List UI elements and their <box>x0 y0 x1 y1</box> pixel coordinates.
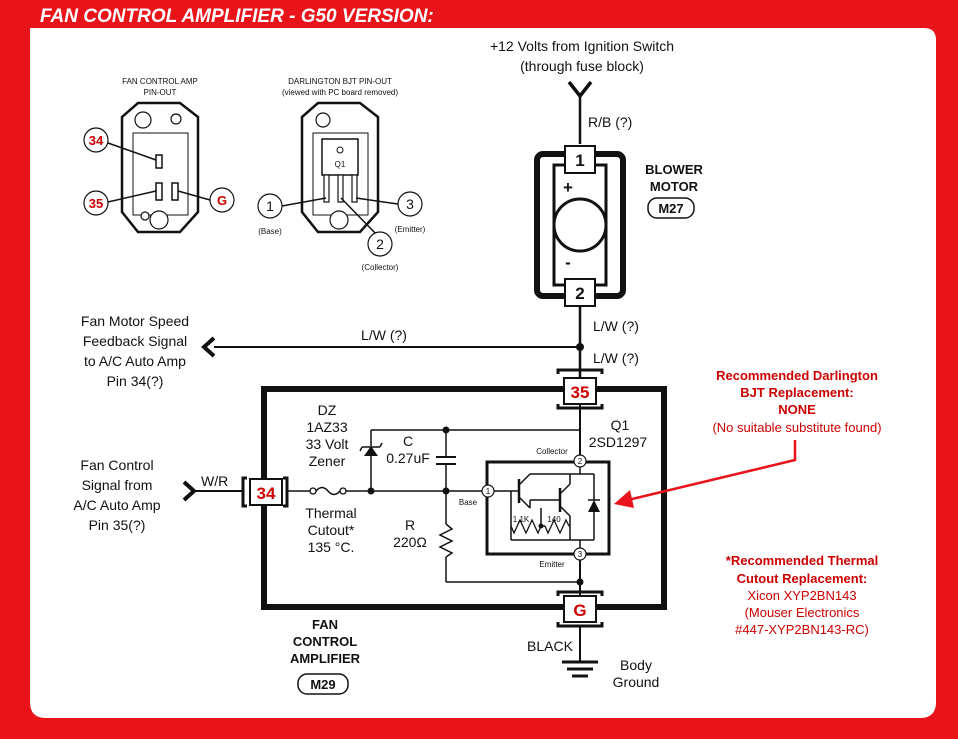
res-line1: R <box>405 517 415 533</box>
thermal-note: *Recommended Thermal Cutout Replacement:… <box>726 553 878 637</box>
amp-pinout-title: FAN CONTROL AMP <box>122 77 198 86</box>
ground-line2: Ground <box>613 674 660 690</box>
thermal-line3: 135 °C. <box>308 539 355 555</box>
blower-name-line2: MOTOR <box>650 179 699 194</box>
darlington-note-line3: NONE <box>778 402 816 417</box>
input-line3: A/C Auto Amp <box>73 497 160 513</box>
power-source-line1: +12 Volts from Ignition Switch <box>490 38 674 54</box>
fan-control-amplifier: 35 G 34 FAN CONTROL AMPLIFIER M29 <box>241 368 667 695</box>
blower-pin2: 2 <box>575 284 584 303</box>
dz-line1: DZ <box>318 402 337 418</box>
body-ground: BLACK Body Ground <box>527 626 659 690</box>
bjt-pinout-subtitle: (viewed with PC board removed) <box>282 88 398 97</box>
q1-base: Base <box>459 498 478 507</box>
thermal-note-line1: *Recommended Thermal <box>726 553 878 568</box>
dz-line2: 1AZ33 <box>306 419 347 435</box>
q1-collector: Collector <box>536 447 568 456</box>
q1-node2: 2 <box>578 457 583 466</box>
power-source: +12 Volts from Ignition Switch (through … <box>490 38 674 144</box>
wire-wr-label: W/R <box>201 473 228 489</box>
blower-code: M27 <box>658 201 683 216</box>
thermal-note-line2: Cutout Replacement: <box>737 571 868 586</box>
amp-name-line2: CONTROL <box>293 634 357 649</box>
thermal-line2: Cutout* <box>308 522 355 538</box>
cap-line2: 0.27uF <box>386 450 430 466</box>
amp-pin35: 35 <box>571 383 590 402</box>
darlington-note-line1: Recommended Darlington <box>716 368 878 383</box>
bjt-pinout-collector: (Collector) <box>362 263 399 272</box>
amp-pin34: 34 <box>257 484 276 503</box>
ground-line1: Body <box>620 657 652 673</box>
wire-lw-left-label: L/W (?) <box>361 327 407 343</box>
feedback-line4: Pin 34(?) <box>107 373 164 389</box>
amp-internal-circuit: 2 1 3 1.1K 140 <box>287 402 647 596</box>
wire-rb-label: R/B (?) <box>588 114 632 130</box>
blower-name-line1: BLOWER <box>645 162 703 177</box>
bjt-pinout-pin1: 1 <box>266 198 274 214</box>
darlington-note-line4: (No suitable substitute found) <box>712 420 881 435</box>
input-line4: Pin 35(?) <box>89 517 146 533</box>
dz-line3: 33 Volt <box>306 436 349 452</box>
darlington-note: Recommended Darlington BJT Replacement: … <box>614 368 882 508</box>
input-line1: Fan Control <box>80 457 153 473</box>
wire-lw-top-label: L/W (?) <box>593 318 639 334</box>
amp-pinout-pin35: 35 <box>89 196 103 211</box>
feedback-line3: to A/C Auto Amp <box>84 353 186 369</box>
bjt-pinout-base: (Base) <box>258 227 282 236</box>
diagram-title: FAN CONTROL AMPLIFIER - G50 VERSION: <box>40 6 434 27</box>
amp-name-line3: AMPLIFIER <box>290 651 361 666</box>
cap-line1: C <box>403 433 413 449</box>
wire-black-label: BLACK <box>527 638 574 654</box>
q1-node1: 1 <box>486 487 491 496</box>
thermal-note-line5: #447-XYP2BN143-RC) <box>735 622 869 637</box>
bjt-pinout-pin2: 2 <box>376 236 384 252</box>
dz-line4: Zener <box>309 453 346 469</box>
thermal-note-line4: (Mouser Electronics <box>745 605 860 620</box>
thermal-line1: Thermal <box>305 505 356 521</box>
amp-code: M29 <box>310 677 335 692</box>
q1-emitter: Emitter <box>539 560 565 569</box>
res-line2: 220Ω <box>393 534 427 550</box>
feedback-signal-label: Fan Motor Speed Feedback Signal to A/C A… <box>81 313 189 389</box>
bjt-pinout-inset: DARLINGTON BJT PIN-OUT (viewed with PC b… <box>257 77 426 272</box>
amp-pinout-pinG: G <box>217 193 227 208</box>
q1-line1: Q1 <box>611 417 630 433</box>
q1-r1k1: 1.1K <box>513 515 530 524</box>
blower-to-amp-wire: L/W (?) L/W (?) L/W (?) <box>201 306 639 378</box>
amp-name-line1: FAN <box>312 617 338 632</box>
q1-r140: 140 <box>547 515 561 524</box>
bjt-pinout-title: DARLINGTON BJT PIN-OUT <box>288 77 392 86</box>
blower-motor: 1 2 + - BLOWER MOTOR M27 <box>534 145 703 307</box>
input-line2: Signal from <box>82 477 153 493</box>
amp-pinout-pin34: 34 <box>89 133 104 148</box>
bjt-pinout-pin3: 3 <box>406 196 414 212</box>
q1-node3: 3 <box>578 550 583 559</box>
blower-plus: + <box>563 178 573 197</box>
thermal-note-line3: Xicon XYP2BN143 <box>747 588 856 603</box>
darlington-note-line2: BJT Replacement: <box>740 385 853 400</box>
fan-control-input: W/R Fan Control Signal from A/C Auto Amp… <box>73 457 243 533</box>
blower-pin1: 1 <box>575 151 584 170</box>
feedback-line2: Feedback Signal <box>83 333 187 349</box>
amp-pinout-inset: FAN CONTROL AMP PIN-OUT 34 35 G <box>83 77 235 234</box>
power-source-line2: (through fuse block) <box>520 58 644 74</box>
bjt-pinout-emitter: (Emitter) <box>395 225 426 234</box>
q1-line2: 2SD1297 <box>589 434 648 450</box>
amp-pinout-subtitle: PIN-OUT <box>144 88 177 97</box>
wire-lw-mid-label: L/W (?) <box>593 350 639 366</box>
bjt-pinout-q1: Q1 <box>335 160 346 169</box>
amp-pinG: G <box>573 601 586 620</box>
feedback-line1: Fan Motor Speed <box>81 313 189 329</box>
blower-minus: - <box>565 253 571 272</box>
